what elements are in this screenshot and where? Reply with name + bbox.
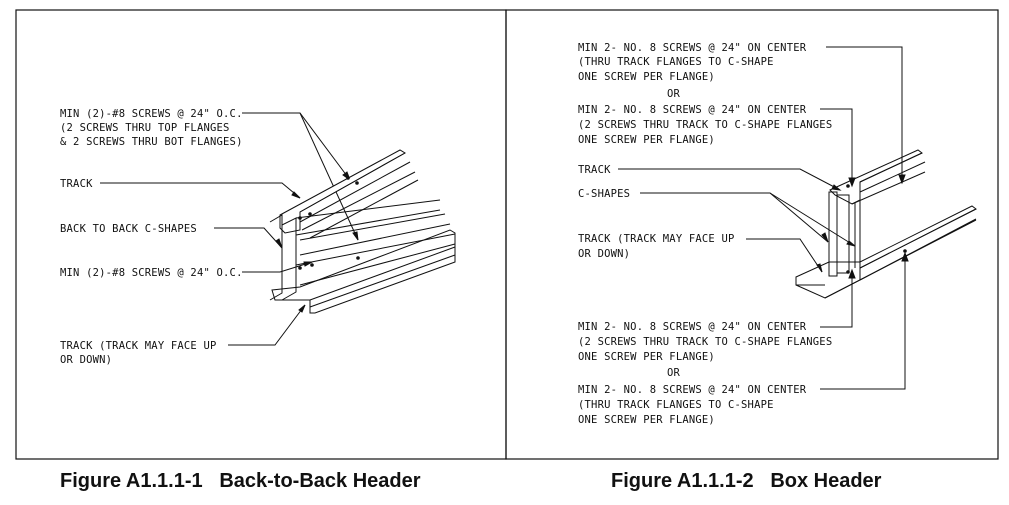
figure1-caption-number: Figure A1.1.1-1 [60, 470, 203, 492]
fig2-bot-b-line3: ONE SCREW PER FLANGE) [578, 414, 715, 426]
fig2-bot-b-line2: (THRU TRACK FLANGES TO C-SHAPE [578, 399, 774, 411]
fig2-top-b-line2: (2 SCREWS THRU TRACK TO C-SHAPE FLANGES [578, 119, 832, 131]
fig2-c-shapes-label: C-SHAPES [578, 188, 630, 200]
fig2-top-b-line1: MIN 2- NO. 8 SCREWS @ 24" ON CENTER [578, 104, 807, 116]
fig2-top-or: OR [667, 88, 681, 100]
fig1-track-bottom-line2: OR DOWN) [60, 354, 112, 366]
figure2-caption-number: Figure A1.1.1-2 [611, 470, 754, 492]
fig2-header-geometry [795, 149, 977, 299]
fig1-track-label: TRACK [60, 178, 93, 190]
fig1-screws-top-line2: (2 SCREWS THRU TOP FLANGES [60, 122, 230, 134]
fig2-bot-a-line1: MIN 2- NO. 8 SCREWS @ 24" ON CENTER [578, 321, 807, 333]
fig1-screws-top-line1: MIN (2)-#8 SCREWS @ 24" O.C. [60, 108, 243, 120]
fig1-screws-top-line3: & 2 SCREWS THRU BOT FLANGES) [60, 136, 243, 148]
fig1-header-geometry [269, 149, 456, 314]
fig2-top-a-line2: (THRU TRACK FLANGES TO C-SHAPE [578, 56, 774, 68]
fig2-top-b-line3: ONE SCREW PER FLANGE) [578, 134, 715, 146]
fig2-track-side-line1: TRACK (TRACK MAY FACE UP [578, 233, 735, 245]
figure1-caption-title: Back-to-Back Header [219, 470, 421, 492]
figure2-caption: Figure A1.1.1-2 Box Header [611, 470, 881, 493]
fig2-bot-a-line3: ONE SCREW PER FLANGE) [578, 351, 715, 363]
figure1-caption: Figure A1.1.1-1 Back-to-Back Header [60, 470, 421, 493]
figure1-labels: MIN (2)-#8 SCREWS @ 24" O.C. (2 SCREWS T… [60, 108, 243, 366]
fig2-bot-or: OR [667, 367, 681, 379]
fig2-top-a-line3: ONE SCREW PER FLANGE) [578, 71, 715, 83]
figure2-frame [505, 9, 999, 460]
fig2-leader-lines [618, 46, 909, 390]
fig2-bot-b-line1: MIN 2- NO. 8 SCREWS @ 24" ON CENTER [578, 384, 807, 396]
fig2-track-label: TRACK [578, 164, 611, 176]
fig2-top-a-line1: MIN 2- NO. 8 SCREWS @ 24" ON CENTER [578, 42, 807, 54]
fig2-bot-a-line2: (2 SCREWS THRU TRACK TO C-SHAPE FLANGES [578, 336, 832, 348]
fig2-track-side-line2: OR DOWN) [578, 248, 630, 260]
figure2-labels: MIN 2- NO. 8 SCREWS @ 24" ON CENTER (THR… [578, 42, 832, 426]
figure2-caption-title: Box Header [770, 470, 882, 492]
fig1-c-shapes-label: BACK TO BACK C-SHAPES [60, 223, 197, 235]
fig1-track-bottom-line1: TRACK (TRACK MAY FACE UP [60, 340, 217, 352]
fig1-screws-mid-label: MIN (2)-#8 SCREWS @ 24" O.C. [60, 267, 243, 279]
